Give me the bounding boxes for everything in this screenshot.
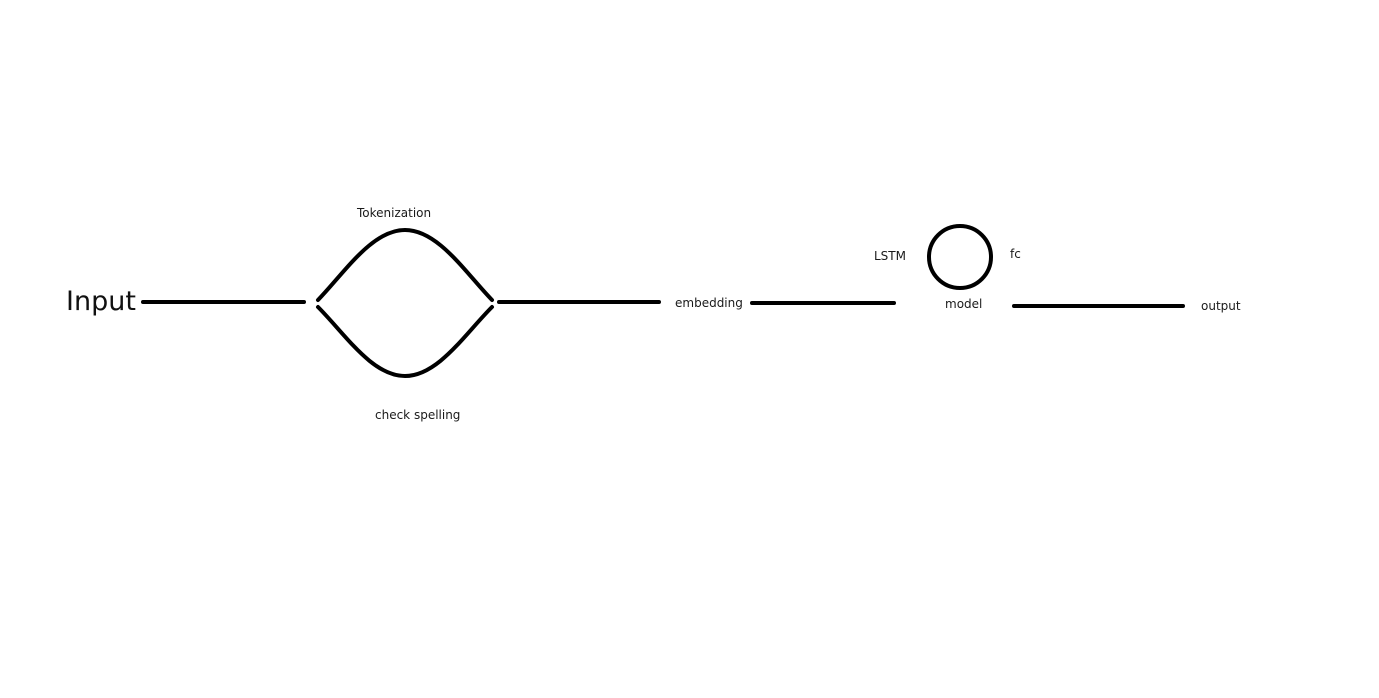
label-check-spelling: check spelling [375, 408, 461, 422]
branch-tokenization [316, 227, 494, 302]
label-fc: fc [1010, 247, 1021, 261]
label-output: output [1201, 299, 1241, 313]
label-input: Input [66, 286, 136, 317]
label-tokenization: Tokenization [357, 206, 432, 220]
model-node-circle [927, 224, 993, 290]
branch-check-spelling [316, 305, 494, 379]
label-embedding: embedding [675, 296, 743, 310]
label-lstm: LSTM [874, 249, 906, 263]
label-model: model [945, 297, 983, 311]
